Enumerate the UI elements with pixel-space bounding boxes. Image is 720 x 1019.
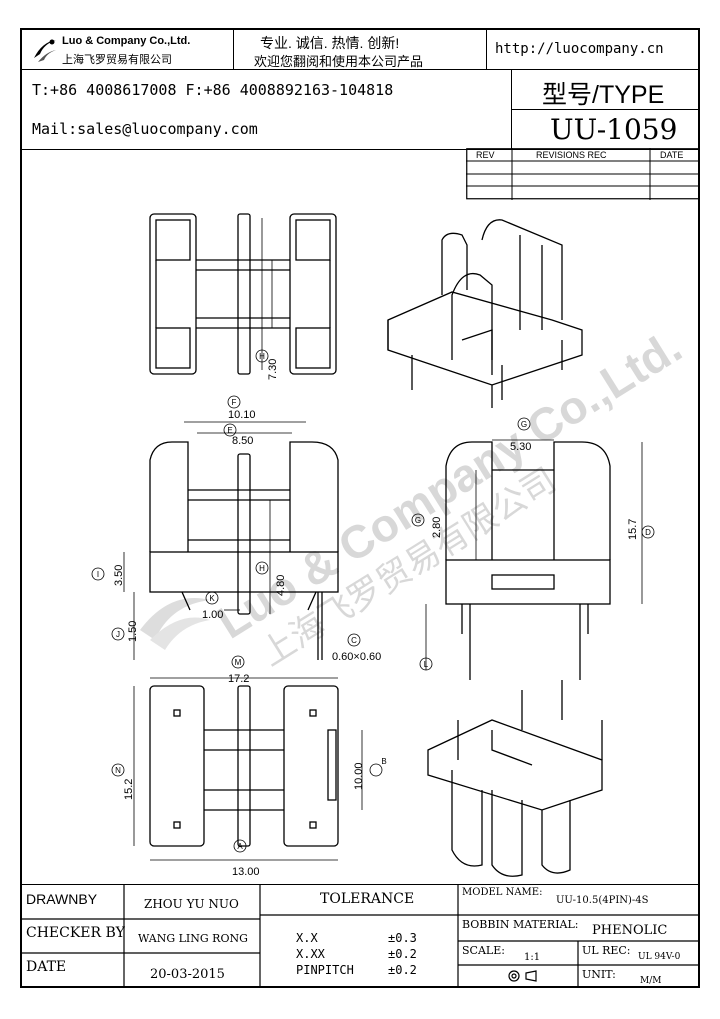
company-name-cn: 上海飞罗贸易有限公司 bbox=[62, 54, 172, 66]
model-box: UU-1059 bbox=[512, 110, 698, 150]
email-address[interactable]: Mail:sales@luocompany.com bbox=[32, 120, 258, 138]
dim-E: 8.50 bbox=[232, 435, 253, 447]
label-L: L bbox=[424, 660, 429, 669]
label-G2: G bbox=[415, 516, 421, 525]
label-J: J bbox=[116, 630, 120, 639]
revisions-table: REV REVISIONS REC DATE bbox=[466, 148, 700, 200]
company-logo-icon bbox=[34, 39, 56, 62]
dim-F: 10.10 bbox=[228, 409, 256, 421]
label-I: I bbox=[97, 570, 99, 579]
label-E: E bbox=[227, 426, 232, 435]
label-G: G bbox=[521, 420, 527, 429]
slogan-line-2: 欢迎您翻阅和使用本公司产品 bbox=[254, 54, 424, 69]
unit-label: UNIT: bbox=[582, 968, 616, 981]
rev-date-col-header: DATE bbox=[660, 150, 683, 160]
date-value: 20-03-2015 bbox=[150, 967, 225, 982]
company-logo-box: Luo & Company Co.,Ltd. 上海飞罗贸易有限公司 bbox=[22, 30, 234, 70]
website-link[interactable]: http://luocompany.cn bbox=[495, 41, 664, 57]
type-label-box: 型号/TYPE bbox=[512, 70, 698, 110]
label-C: C bbox=[351, 636, 357, 645]
dim-C: 0.60×0.60 bbox=[332, 651, 381, 663]
technical-drawing: 7.30 10.10 8.50 5.30 2.80 15.7 3.50 4.80… bbox=[91, 213, 655, 878]
bottom-view bbox=[149, 685, 339, 847]
date-label: DATE bbox=[26, 959, 67, 975]
slogan-box: 专业. 诚信. 热情. 创新! 欢迎您翻阅和使用本公司产品 bbox=[234, 30, 487, 70]
dim-H2: 4.80 bbox=[275, 575, 287, 596]
label-K: K bbox=[209, 594, 215, 603]
unit-value: M/M bbox=[640, 976, 662, 986]
contact-box: T:+86 4008617008 F:+86 4008892163-104818… bbox=[22, 70, 512, 150]
tolerance-val-1: ±0.3 bbox=[388, 931, 417, 945]
slogan-line-1: 专业. 诚信. 热情. 创新! bbox=[260, 35, 400, 51]
drawing-sheet: Luo & Company Co.,Ltd. 上海飞罗贸易有限公司 专业. 诚信… bbox=[20, 28, 700, 988]
watermark-logo bbox=[140, 598, 210, 650]
bobbin-material-label: BOBBIN MATERIAL: bbox=[462, 918, 579, 931]
label-A: A bbox=[237, 842, 243, 851]
label-H: H bbox=[259, 352, 265, 361]
isometric-view-bottom bbox=[427, 680, 603, 877]
tolerance-val-2: ±0.2 bbox=[388, 947, 417, 961]
checker-value: WANG LING RONG bbox=[138, 932, 248, 945]
label-D: D bbox=[645, 528, 651, 537]
dim-A: 13.00 bbox=[232, 866, 260, 878]
dim-J: 1.50 bbox=[127, 621, 139, 642]
tolerance-key-2: X.XX bbox=[296, 947, 325, 961]
label-N: N bbox=[115, 766, 121, 775]
scale-label: SCALE: bbox=[462, 944, 505, 957]
side-view bbox=[445, 441, 611, 680]
model-name-value: UU-10.5(4PIN)-4S bbox=[556, 895, 649, 906]
dim-G2: 2.80 bbox=[431, 517, 443, 538]
rev-rec-col-header: REVISIONS REC bbox=[536, 150, 607, 160]
tolerance-label: TOLERANCE bbox=[320, 891, 415, 907]
bobbin-material-value: PHENOLIC bbox=[592, 923, 668, 938]
website-box: http://luocompany.cn bbox=[487, 30, 698, 70]
drawn-by-label: DRAWNBY bbox=[26, 891, 98, 907]
top-view bbox=[149, 213, 337, 375]
dim-B: 10.00 bbox=[353, 762, 365, 790]
tolerance-key-3: PINPITCH bbox=[296, 963, 354, 977]
phone-fax: T:+86 4008617008 F:+86 4008892163-104818 bbox=[32, 81, 394, 99]
ul-rec-value: UL 94V-0 bbox=[638, 952, 681, 962]
company-name-en: Luo & Company Co.,Ltd. bbox=[62, 35, 191, 47]
tolerance-key-1: X.X bbox=[296, 931, 318, 945]
label-B: B bbox=[381, 757, 386, 766]
label-M: M bbox=[235, 658, 242, 667]
isometric-view-top bbox=[387, 219, 583, 408]
model-number: UU-1059 bbox=[550, 113, 678, 146]
rev-col-header: REV bbox=[476, 150, 495, 160]
dim-N: 15.2 bbox=[123, 779, 135, 800]
type-label: 型号/TYPE bbox=[542, 81, 665, 109]
title-block: DRAWNBY ZHOU YU NUO CHECKER BY WANG LING… bbox=[22, 884, 698, 987]
checker-label: CHECKER BY bbox=[26, 925, 125, 941]
label-H2: H bbox=[259, 564, 265, 573]
dim-G: 5.30 bbox=[510, 441, 531, 453]
drawn-by-value: ZHOU YU NUO bbox=[144, 897, 239, 911]
dim-D: 15.7 bbox=[627, 519, 639, 540]
scale-value: 1:1 bbox=[524, 952, 541, 963]
dim-H: 7.30 bbox=[267, 359, 279, 380]
dim-K: 1.00 bbox=[202, 609, 223, 621]
ul-rec-label: UL REC: bbox=[582, 944, 631, 957]
dimension-lines bbox=[123, 218, 643, 861]
model-name-label: MODEL NAME: bbox=[462, 887, 543, 898]
dim-M: 17.2 bbox=[228, 673, 249, 685]
front-view bbox=[149, 441, 339, 660]
tolerance-val-3: ±0.2 bbox=[388, 963, 417, 977]
dim-I: 3.50 bbox=[113, 565, 125, 586]
label-F: F bbox=[232, 398, 237, 407]
